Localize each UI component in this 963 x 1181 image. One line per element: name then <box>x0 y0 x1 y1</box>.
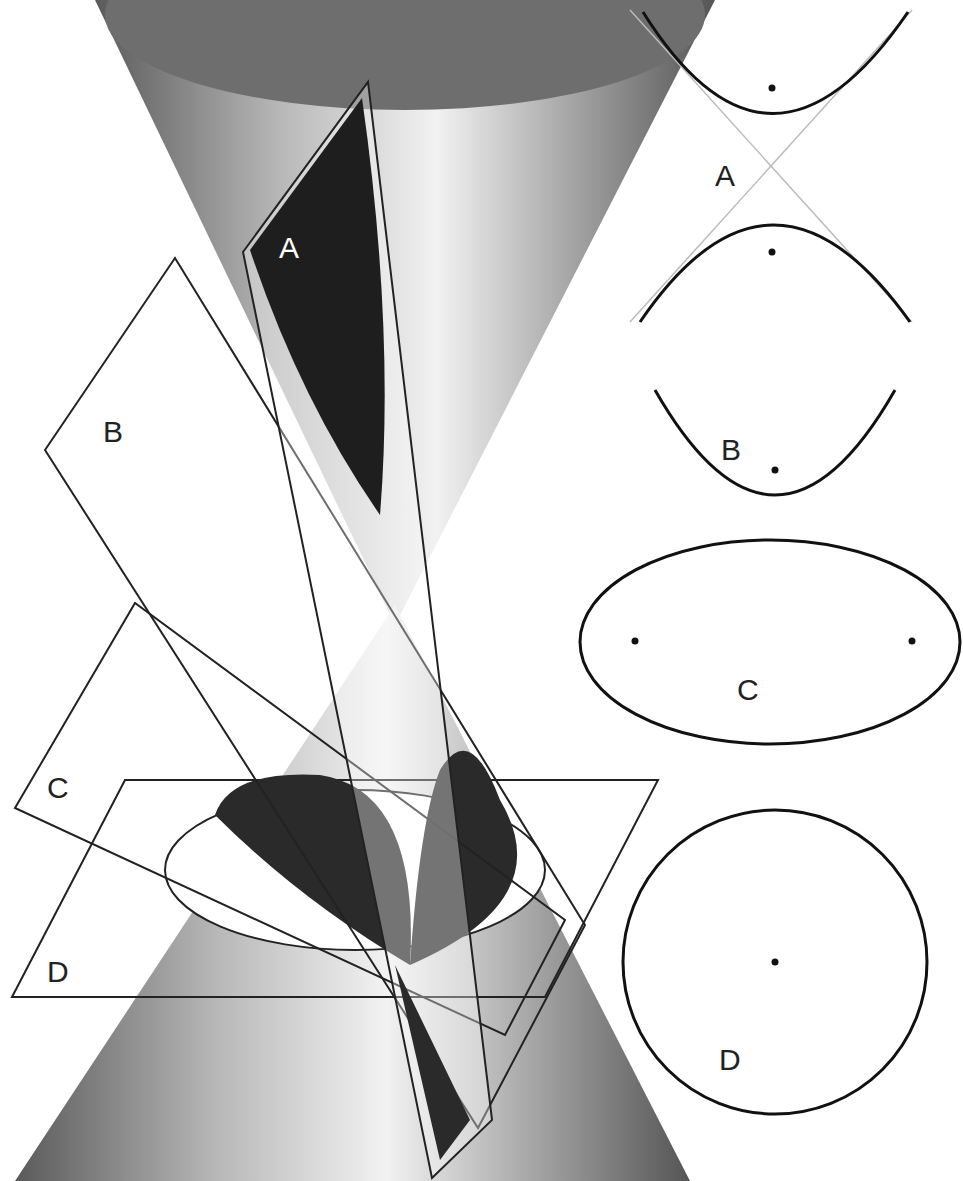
plane-c <box>15 603 565 1035</box>
plane-d <box>12 751 658 997</box>
ellipse-figure <box>580 540 960 744</box>
plane-label: D <box>44 956 72 988</box>
curve-label: C <box>734 674 762 706</box>
hyperbola-figure <box>630 10 912 322</box>
curve-label: B <box>718 434 744 466</box>
circle-figure <box>623 810 927 1114</box>
plane-label: A <box>276 232 302 264</box>
plane-label: C <box>44 772 72 804</box>
plane-a <box>243 82 492 1178</box>
curve-label: A <box>712 160 738 192</box>
curve-label: D <box>716 1044 744 1076</box>
double-cone <box>15 0 715 1181</box>
plane-label: B <box>100 416 126 448</box>
parabola-figure <box>655 390 895 495</box>
